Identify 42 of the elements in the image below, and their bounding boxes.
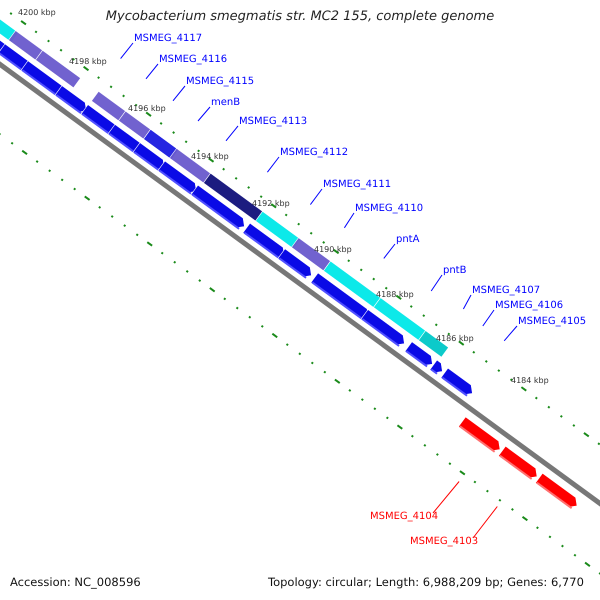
tick-label: 4200 kbp bbox=[18, 8, 56, 18]
gene-label: MSMEG_4103 bbox=[410, 536, 478, 548]
tick-label: 4184 kbp bbox=[511, 376, 549, 386]
leader-line bbox=[120, 42, 134, 60]
gene-label: MSMEG_4113 bbox=[239, 116, 308, 128]
leader-line bbox=[432, 481, 460, 514]
gene-label: pntA bbox=[396, 234, 420, 246]
gene-label: MSMEG_4112 bbox=[280, 147, 348, 159]
tick-label: 4188 kbp bbox=[376, 290, 414, 300]
tick-label: 4190 kbp bbox=[314, 245, 352, 255]
gene-label: MSMEG_4115 bbox=[186, 76, 254, 88]
title: Mycobacterium smegmatis str. MC2 155, complete genome bbox=[106, 9, 494, 24]
gene-label: MSMEG_4104 bbox=[370, 511, 438, 523]
gene-label: pntB bbox=[443, 265, 466, 277]
tick-label: 4198 kbp bbox=[69, 57, 107, 67]
footer-text: Topology: circular; Length: 6,988,209 bp; Genes: 6,770 bbox=[268, 575, 584, 589]
leader-line bbox=[472, 506, 498, 538]
leader-line bbox=[383, 244, 396, 259]
leader-line bbox=[266, 156, 280, 173]
leader-line bbox=[482, 310, 494, 326]
tick-label: 4196 kbp bbox=[128, 104, 166, 114]
gene-label: MSMEG_4117 bbox=[134, 33, 202, 45]
leader-line bbox=[310, 188, 322, 206]
leader-line bbox=[504, 326, 518, 342]
gene-label: MSMEG_4111 bbox=[323, 179, 392, 191]
gene-label: MSMEG_4107 bbox=[472, 285, 540, 297]
leader-line bbox=[462, 294, 472, 310]
footer-text: Accession: NC_008596 bbox=[10, 575, 141, 589]
gene-label: MSMEG_4116 bbox=[159, 54, 228, 66]
tick-label: 4186 kbp bbox=[436, 334, 474, 344]
tick-label: 4194 kbp bbox=[191, 152, 229, 162]
gene-label: MSMEG_4106 bbox=[495, 300, 564, 312]
leader-line bbox=[344, 212, 354, 228]
tick-label: 4192 kbp bbox=[252, 199, 290, 209]
gene-label: MSMEG_4105 bbox=[518, 316, 586, 328]
leader-line bbox=[198, 106, 210, 122]
leader-line bbox=[430, 274, 442, 292]
leader-line bbox=[172, 86, 186, 102]
gene-label: menB bbox=[211, 97, 240, 109]
leader-line bbox=[146, 64, 158, 80]
leader-line bbox=[226, 126, 238, 142]
gene-label: MSMEG_4110 bbox=[355, 203, 424, 215]
